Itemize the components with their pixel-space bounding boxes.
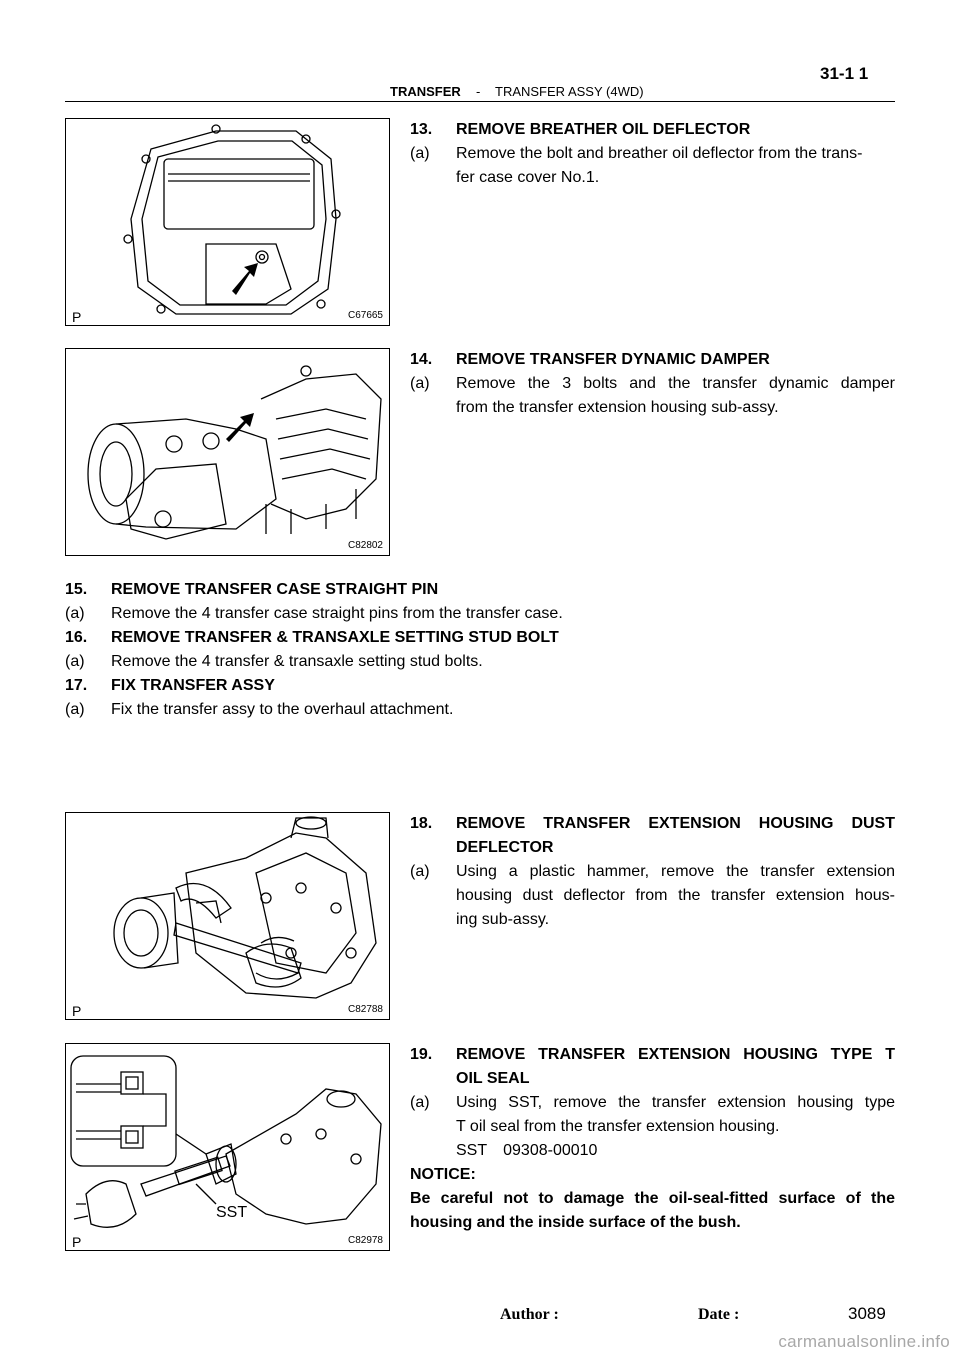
- step-title-cont: OIL SEAL: [456, 1070, 530, 1087]
- substep-text: Fix the transfer assy to the overhaul at…: [111, 701, 454, 718]
- substep-label: (a): [410, 1094, 430, 1111]
- header-dash: -: [476, 84, 481, 99]
- step-title-cont: DEFLECTOR: [456, 839, 554, 856]
- dynamic-damper-illustration: [87, 365, 382, 540]
- step-title: REMOVE TRANSFER DYNAMIC DAMPER: [456, 351, 770, 368]
- sst-line: SST 09308-00010: [410, 1139, 895, 1163]
- step-number: 13.: [410, 121, 433, 138]
- sst-label: SST: [216, 1204, 248, 1221]
- figure-p-mark: P: [72, 1003, 82, 1019]
- section-title: TRANSFER: [390, 84, 461, 99]
- figure-code: C67665: [347, 310, 383, 321]
- substep-label: (a): [65, 701, 85, 718]
- steps-15-17: 15. REMOVE TRANSFER CASE STRAIGHT PIN (a)…: [65, 578, 895, 722]
- figure-p-mark: P: [72, 1234, 82, 1250]
- substep-text: Using a plastic hammer, remove the trans…: [456, 863, 895, 880]
- step-14: 14. REMOVE TRANSFER DYNAMIC DAMPER (a) Rem…: [410, 348, 895, 420]
- substep-text-cont: fer case cover No.1.: [456, 169, 600, 186]
- step-18: 18. REMOVE TRANSFER EXTENSION HOUSING DUS…: [410, 812, 895, 932]
- sst-label-text: SST: [456, 1142, 488, 1159]
- notice-text-cont: housing and the inside surface of the bu…: [410, 1214, 741, 1231]
- substep-label: (a): [65, 605, 85, 622]
- header-rule: [65, 101, 895, 102]
- figure-dust-deflector: P C82788: [65, 812, 390, 1020]
- step-title: REMOVE TRANSFER EXTENSION HOUSING DUST: [456, 815, 895, 832]
- step-title: REMOVE TRANSFER CASE STRAIGHT PIN: [111, 581, 439, 598]
- author-label: Author :: [500, 1306, 559, 1323]
- substep-text: Remove the 4 transfer & transaxle settin…: [111, 653, 483, 670]
- plastic-hammer-illustration: [113, 816, 377, 999]
- transfer-cover-illustration: [123, 124, 341, 315]
- sst-code: 09308-00010: [503, 1142, 598, 1159]
- substep-text: Remove the bolt and breather oil deflect…: [456, 145, 863, 162]
- step-13: 13. REMOVE BREATHER OIL DEFLECTOR (a) Remo…: [410, 118, 895, 190]
- footer-author: Author :: [500, 1306, 559, 1324]
- figure-type-t-oil-seal: SST P C82978: [65, 1043, 390, 1251]
- substep-text: Remove the 4 transfer case straight pins…: [111, 605, 563, 622]
- notice-text: Be careful not to damage the oil-seal-fi…: [410, 1190, 895, 1207]
- step-title: FIX TRANSFER ASSY: [111, 677, 275, 694]
- step-16: 16. REMOVE TRANSFER & TRANSAXLE SETTING S…: [65, 626, 895, 650]
- step-title: REMOVE TRANSFER & TRANSAXLE SETTING STUD…: [111, 629, 559, 646]
- substep-text-cont: from the transfer extension housing sub-…: [456, 399, 779, 416]
- substep-label: (a): [410, 145, 430, 162]
- substep-text: Remove the 3 bolts and the transfer dyna…: [456, 375, 895, 392]
- page-number: 31-1 1: [820, 64, 869, 83]
- notice-label: NOTICE:: [410, 1166, 476, 1183]
- step-number: 15.: [65, 581, 88, 598]
- substep-text: Using SST, remove the transfer extension…: [456, 1094, 895, 1111]
- substep-label: (a): [65, 653, 85, 670]
- substep-label: (a): [410, 375, 430, 392]
- step-19: 19. REMOVE TRANSFER EXTENSION HOUSING TYP…: [410, 1043, 895, 1235]
- substep-text-cont: T oil seal from the transfer extension h…: [456, 1118, 780, 1135]
- substep-label: (a): [410, 863, 430, 880]
- step-title: REMOVE TRANSFER EXTENSION HOUSING TYPE T: [456, 1046, 895, 1063]
- step-number: 14.: [410, 351, 433, 368]
- figure-code: C82802: [347, 540, 383, 551]
- figure-code: C82978: [347, 1235, 383, 1246]
- footer-date: Date :: [698, 1306, 739, 1324]
- substep-text-cont: ing sub-assy.: [456, 911, 550, 928]
- sst-oil-seal-illustration: [70, 1055, 382, 1228]
- subsection-title: TRANSFER ASSY (4WD): [495, 84, 644, 99]
- figure-p-mark: P: [72, 309, 82, 325]
- figure-dynamic-damper: C82802: [65, 348, 390, 556]
- footer-page: 3089: [848, 1304, 886, 1323]
- step-number: 18.: [410, 815, 433, 832]
- figure-breather-oil-deflector: P C67665: [65, 118, 390, 326]
- step-title: REMOVE BREATHER OIL DEFLECTOR: [456, 121, 751, 138]
- substep-text-cont: housing dust deflector from the transfer…: [456, 887, 895, 904]
- step-number: 17.: [65, 677, 88, 694]
- figure-code: C82788: [347, 1004, 383, 1015]
- watermark: carmanualsonline.info: [778, 1332, 950, 1351]
- step-number: 19.: [410, 1046, 433, 1063]
- date-label: Date :: [698, 1306, 740, 1323]
- step-17: 17. FIX TRANSFER ASSY: [65, 674, 895, 698]
- step-15: 15. REMOVE TRANSFER CASE STRAIGHT PIN: [65, 578, 895, 602]
- step-number: 16.: [65, 629, 88, 646]
